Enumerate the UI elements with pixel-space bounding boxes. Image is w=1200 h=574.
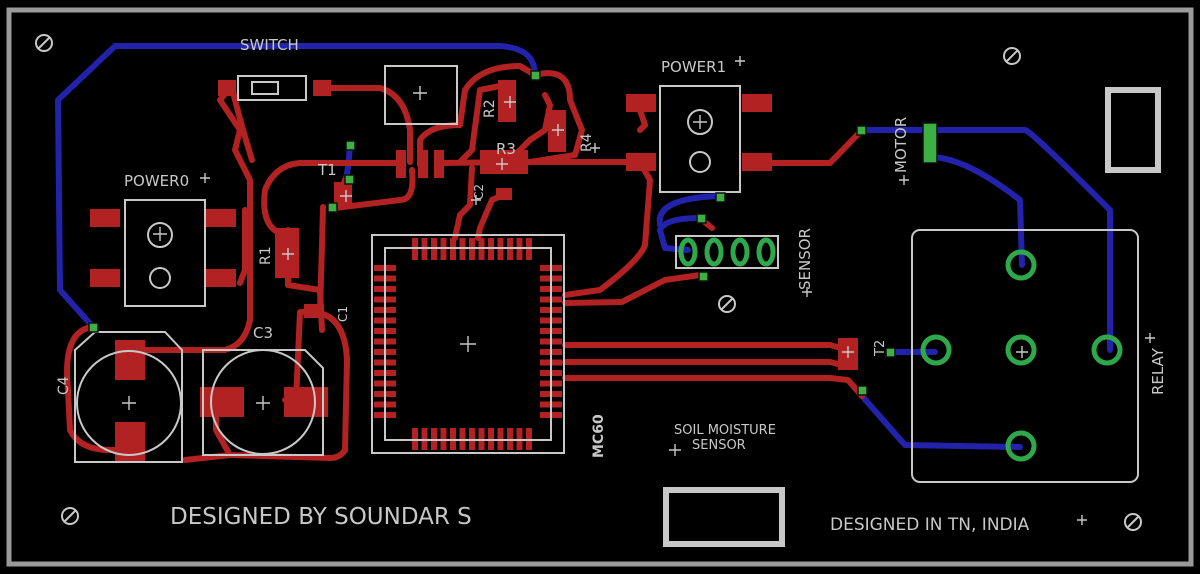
sensor-label: SENSOR <box>796 228 814 290</box>
switch-label: SWITCH <box>240 36 299 54</box>
mc60-label: MC60 <box>591 414 607 458</box>
motor-label: MOTOR <box>892 117 910 173</box>
r4-label: R4 <box>579 133 595 152</box>
soil-moisture-line1: SOIL MOISTURE <box>674 423 776 438</box>
power1-label: POWER1 <box>661 58 726 76</box>
through-hole-pads <box>678 237 1123 462</box>
silkscreen-layer <box>74 65 1161 547</box>
power0-label: POWER0 <box>124 172 189 190</box>
mounting-hole-icon <box>718 295 736 313</box>
mounting-hole-icon <box>1003 47 1021 65</box>
bottom-copper-layer <box>55 43 1113 450</box>
board-outline <box>6 7 1194 567</box>
crosshair-icons <box>122 56 1155 525</box>
mounting-hole-icon <box>61 507 79 525</box>
mounting-hole-icon <box>1124 513 1142 531</box>
soil-moisture-line2: SENSOR <box>692 438 746 453</box>
silkscreen-text: SWITCH POWER1 POWER0 T1 R3 C3 SOIL MOIST… <box>56 36 1167 535</box>
via-icons <box>88 70 938 396</box>
r2-label: R2 <box>482 99 498 118</box>
designed-in-label: DESIGNED IN TN, INDIA <box>830 515 1030 535</box>
c2-label: C2 <box>472 184 486 200</box>
c4-label: C4 <box>56 376 72 395</box>
r1-label: R1 <box>258 246 274 265</box>
r3-label: R3 <box>496 140 516 158</box>
c1-label: C1 <box>336 306 350 322</box>
mounting-hole-icon <box>35 34 53 52</box>
top-copper-layer <box>64 63 865 463</box>
relay-label: RELAY <box>1149 347 1167 395</box>
designed-by-label: DESIGNED BY SOUNDAR S <box>170 504 472 530</box>
copper-pads <box>90 80 858 462</box>
t2-label: T2 <box>873 340 888 357</box>
t1-label: T1 <box>317 161 337 179</box>
mounting-hole-icons <box>35 34 1142 531</box>
c3-label: C3 <box>253 324 273 342</box>
